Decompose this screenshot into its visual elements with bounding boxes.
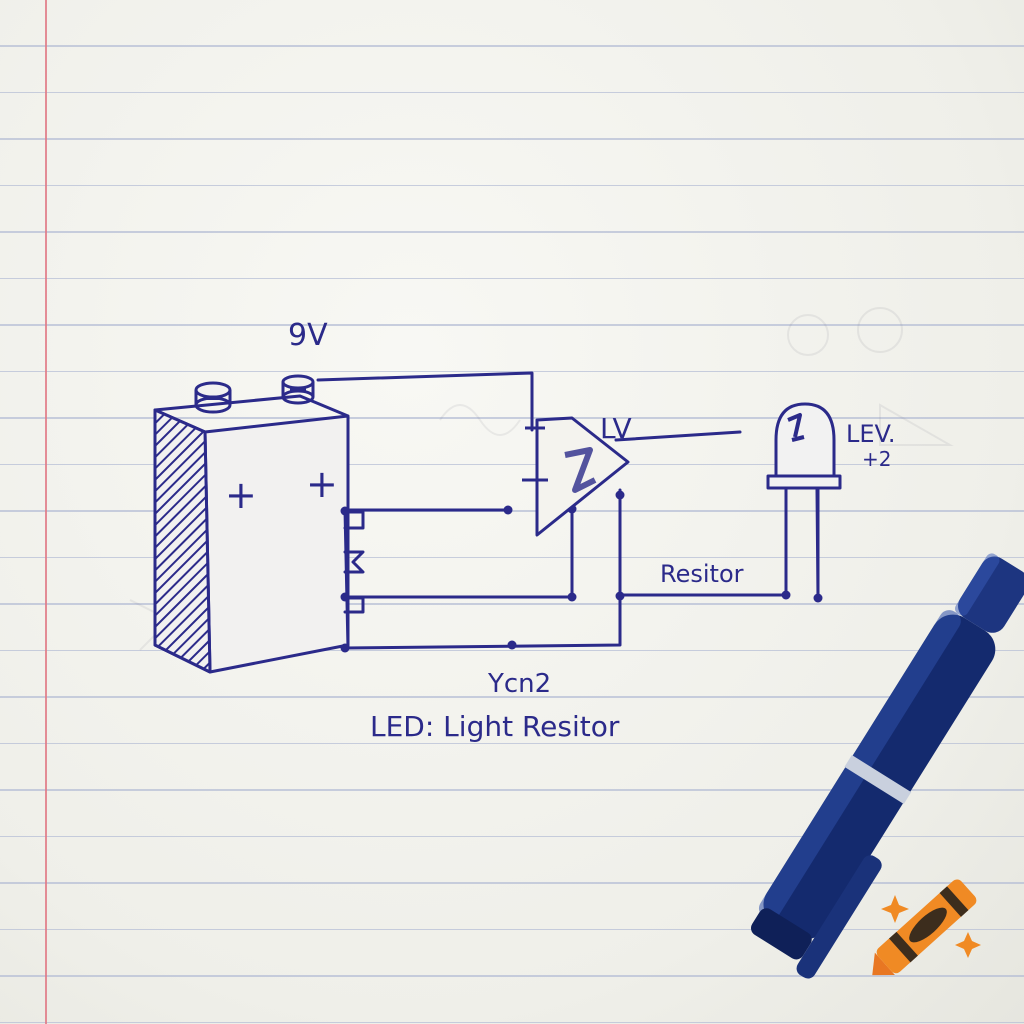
ruled-line bbox=[0, 649, 1024, 651]
ruled-line bbox=[0, 231, 1024, 233]
ruled-line bbox=[0, 138, 1024, 140]
ruled-line bbox=[0, 277, 1024, 279]
ruled-line bbox=[0, 556, 1024, 558]
ruled-line bbox=[0, 789, 1024, 791]
battery-icon bbox=[153, 374, 350, 674]
ruled-line bbox=[0, 835, 1024, 837]
ruled-line bbox=[0, 603, 1024, 605]
resistor-label: Resitor bbox=[660, 560, 744, 588]
ruled-line bbox=[0, 324, 1024, 326]
ruled-line bbox=[0, 696, 1024, 698]
ruled-line bbox=[0, 184, 1024, 186]
battery-label: 9V bbox=[288, 318, 328, 353]
crayon-icon bbox=[872, 879, 981, 976]
ground-label: Ycn2 bbox=[487, 669, 551, 699]
led-icon bbox=[766, 402, 842, 598]
ruled-line bbox=[0, 975, 1024, 977]
opamp-label: LV bbox=[600, 412, 632, 445]
plus-sign-left: + bbox=[225, 473, 257, 517]
ruled-line bbox=[0, 45, 1024, 47]
plus-sign-right: + bbox=[306, 462, 338, 506]
ruled-line bbox=[0, 882, 1024, 884]
margin-line bbox=[45, 0, 47, 1024]
ruled-line bbox=[0, 928, 1024, 930]
junction-dots bbox=[340, 490, 823, 653]
led-label-line2: +2 bbox=[862, 447, 891, 471]
led-label-line1: LEV. bbox=[846, 420, 896, 448]
ruled-line bbox=[0, 742, 1024, 744]
ruled-line bbox=[0, 1021, 1024, 1023]
ruled-line bbox=[0, 91, 1024, 93]
ruled-line bbox=[0, 370, 1024, 372]
caption: LED: Light Resitor bbox=[370, 710, 620, 743]
ruled-line bbox=[0, 463, 1024, 465]
ruled-line bbox=[0, 417, 1024, 419]
opamp-symbol bbox=[522, 416, 630, 537]
pen-icon bbox=[751, 553, 1024, 979]
